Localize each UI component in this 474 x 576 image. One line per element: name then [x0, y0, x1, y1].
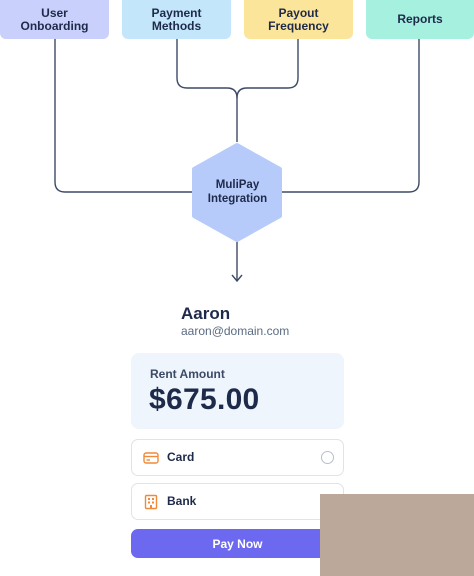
- payment-option-label: Bank: [167, 494, 197, 508]
- bank-building-icon: [144, 494, 158, 510]
- feature-payment-methods: Payment Methods: [122, 0, 231, 39]
- payer-email: aaron@domain.com: [181, 324, 290, 338]
- connector-payment-methods: [176, 39, 238, 99]
- payment-option-label: Card: [167, 450, 195, 464]
- amount-card: Rent Amount $675.00: [131, 353, 344, 429]
- hub-label: MuliPay Integration: [207, 179, 268, 205]
- amount-label: Rent Amount: [150, 367, 225, 381]
- payment-option-card[interactable]: Card: [131, 439, 344, 476]
- arrow-down-icon: [231, 274, 243, 283]
- connector-user-onboarding: [54, 39, 194, 193]
- feature-payout-frequency: Payout Frequency: [244, 0, 353, 39]
- connector-reports: [281, 39, 420, 193]
- connector-lines: [54, 39, 420, 283]
- hub-hexagon: [192, 143, 282, 242]
- card-radio[interactable]: [321, 451, 334, 464]
- feature-reports: Reports: [366, 0, 474, 39]
- overlay-patch: [320, 494, 474, 576]
- connector-payout-frequency: [236, 39, 299, 99]
- payer-name: Aaron: [181, 304, 231, 323]
- feature-user-onboarding: User Onboarding: [0, 0, 109, 39]
- pay-now-button[interactable]: Pay Now: [131, 529, 344, 558]
- payment-option-bank[interactable]: Bank: [131, 483, 344, 520]
- credit-card-icon: [143, 452, 159, 464]
- amount-value: $675.00: [149, 383, 260, 416]
